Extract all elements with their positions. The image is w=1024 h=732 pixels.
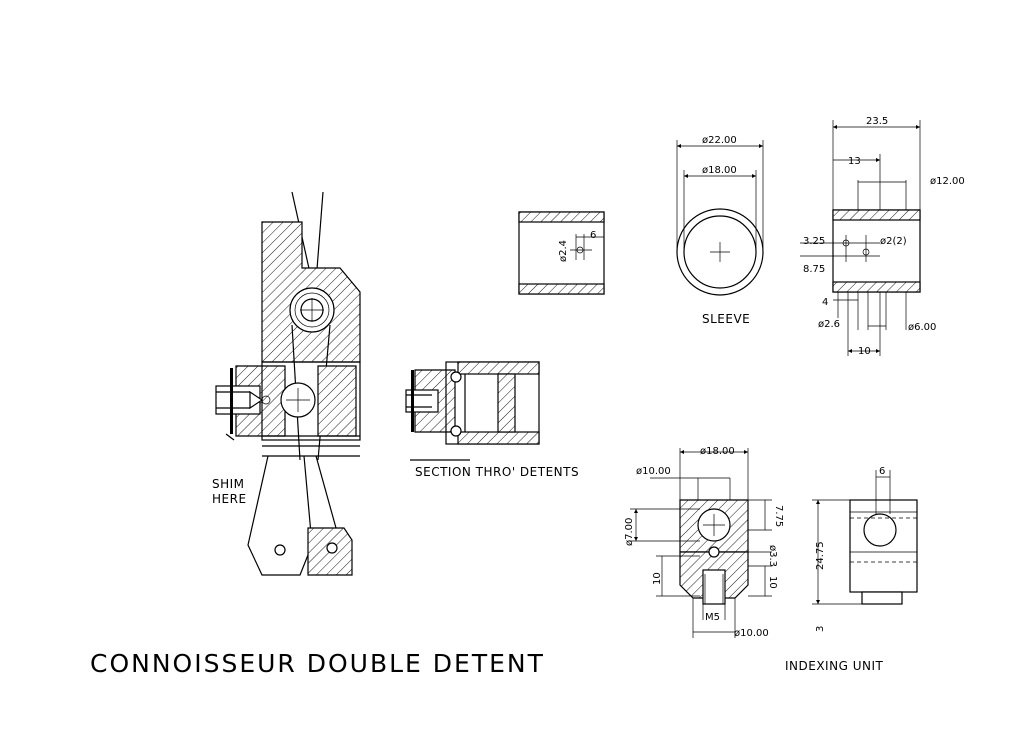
idx-dim-10-left: 10 [652,572,663,585]
sleeve-end-view [676,140,764,296]
side-dim-3-25: 3.25 [803,236,825,247]
indexing-unit-side-view [812,470,918,605]
idx2-dim-24-75: 24.75 [815,541,826,570]
side-dim-23-5: 23.5 [866,116,888,127]
side-dim-10: 10 [858,346,871,357]
idx-dim-d3-3: ø3.3 [767,545,778,567]
side-dim-13: 13 [848,156,861,167]
idx2-dim-3: 3 [815,626,826,632]
side-dim-d12: ø12.00 [930,176,965,187]
idx-dim-d10-bottom: ø10.00 [734,628,769,639]
side-dim-d6: ø6.00 [908,322,936,333]
shim-label-line-2: HERE [212,492,247,506]
side-dim-d2-2: ø2(2) [880,236,907,247]
idx-dim-7-75: 7.75 [773,505,784,527]
idx-dim-d7: ø7.00 [624,518,635,546]
idx-dim-10-right: 10 [767,576,778,589]
section-view [405,361,540,461]
main-assembly-view [215,191,361,576]
shim-label-line-1: SHIM [212,477,245,491]
idx-dim-m5: M5 [705,612,720,623]
side-dim-8-75: 8.75 [803,264,825,275]
section-label: SECTION THRO' DETENTS [415,465,579,479]
indexing-unit-front-view [630,448,772,638]
side-dim-d2-6: ø2.6 [818,319,840,330]
idx-dim-d10-top: ø10.00 [636,466,671,477]
side-dim-4: 4 [822,297,828,308]
idx-dim-d18: ø18.00 [700,446,735,457]
sleeve-side-view [800,120,921,356]
drawing-title: CONNOISSEUR DOUBLE DETENT [90,649,545,678]
sleeve-dim-d22: ø22.00 [702,135,737,146]
indexing-unit-label: INDEXING UNIT [785,659,883,673]
sleeve-label: SLEEVE [702,312,750,326]
idx2-dim-6: 6 [879,466,885,477]
sleeve-section-view [518,211,605,295]
sleeve-dim-d18: ø18.00 [702,165,737,176]
sleeve-dim-6: 6 [590,230,596,241]
sleeve-dim-d2-4: ø2.4 [558,240,569,262]
